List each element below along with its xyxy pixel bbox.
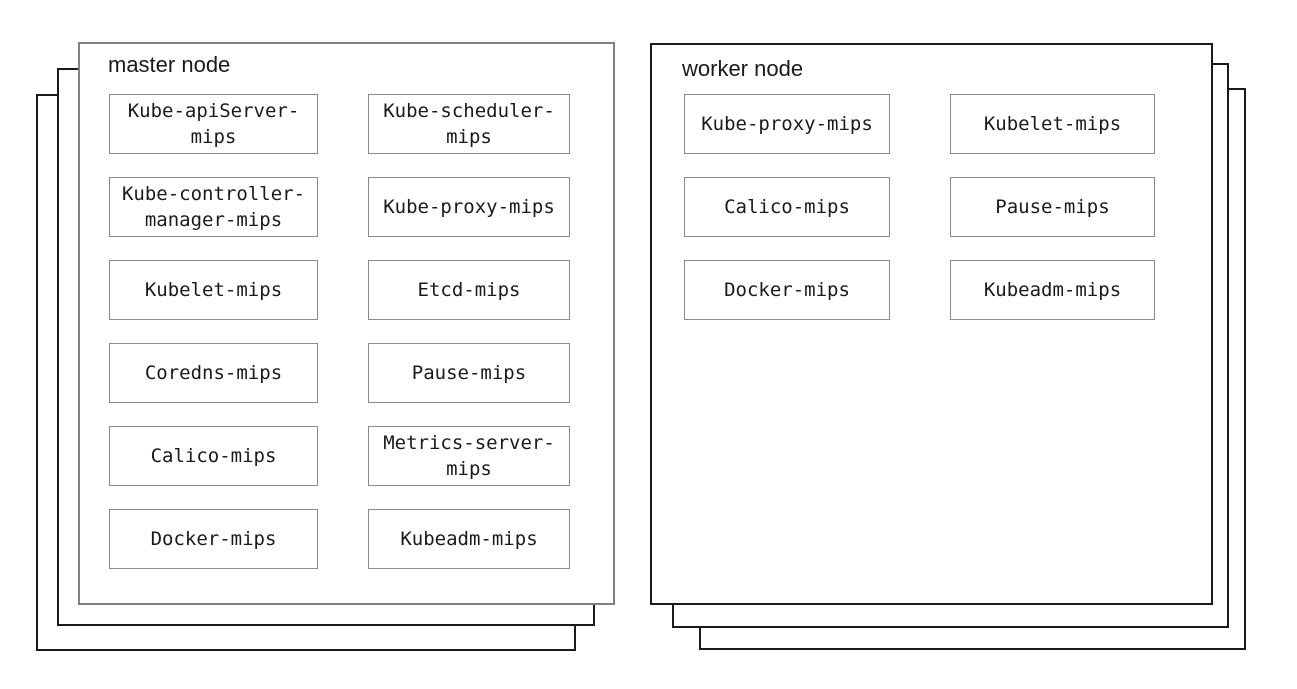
component-worker-docker: Docker-mips xyxy=(684,260,890,320)
component-master-kube-proxy: Kube-proxy-mips xyxy=(368,177,570,237)
component-worker-kubelet: Kubelet-mips xyxy=(950,94,1155,154)
worker-node-box: worker node Kube-proxy-mips Kubelet-mips… xyxy=(650,43,1213,605)
component-master-docker: Docker-mips xyxy=(109,509,318,569)
master-components-grid: Kube-apiServer- mips Kube-scheduler- mip… xyxy=(109,94,570,569)
component-master-pause: Pause-mips xyxy=(368,343,570,403)
component-master-calico: Calico-mips xyxy=(109,426,318,486)
component-master-kubelet: Kubelet-mips xyxy=(109,260,318,320)
component-master-etcd: Etcd-mips xyxy=(368,260,570,320)
component-master-kube-scheduler: Kube-scheduler- mips xyxy=(368,94,570,154)
component-master-coredns: Coredns-mips xyxy=(109,343,318,403)
component-master-kubeadm: Kubeadm-mips xyxy=(368,509,570,569)
component-worker-kubeadm: Kubeadm-mips xyxy=(950,260,1155,320)
component-worker-calico: Calico-mips xyxy=(684,177,890,237)
component-master-kube-controller-manager: Kube-controller- manager-mips xyxy=(109,177,318,237)
component-master-metrics-server: Metrics-server- mips xyxy=(368,426,570,486)
component-worker-kube-proxy: Kube-proxy-mips xyxy=(684,94,890,154)
component-master-kube-apiserver: Kube-apiServer- mips xyxy=(109,94,318,154)
worker-components-grid: Kube-proxy-mips Kubelet-mips Calico-mips… xyxy=(684,94,1155,320)
component-worker-pause: Pause-mips xyxy=(950,177,1155,237)
worker-node-title: worker node xyxy=(682,56,804,81)
master-node-title: master node xyxy=(108,52,231,77)
master-node-box: master node Kube-apiServer- mips Kube-sc… xyxy=(78,42,615,605)
